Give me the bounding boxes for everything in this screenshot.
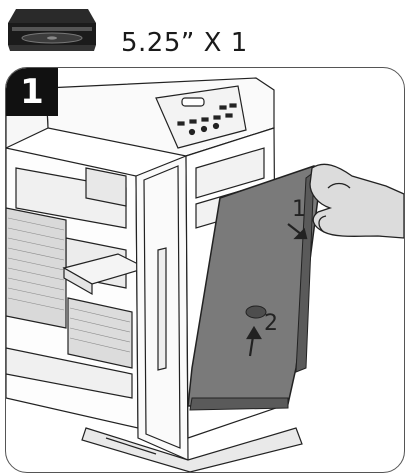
step-panel: 1 2 1: [5, 67, 405, 473]
lift-arrow: [246, 325, 262, 357]
pull-arrow: [287, 223, 308, 240]
drive-caption: 5.25” X 1: [121, 28, 248, 58]
lift-arrow-label: 2: [264, 311, 278, 336]
pull-arrow-label: 1: [292, 197, 306, 222]
case-illustration: 1 2: [6, 77, 404, 472]
hand-illustration: [309, 163, 404, 239]
step-number-badge: 1: [6, 68, 58, 116]
optical-drive-icon: [6, 5, 98, 57]
